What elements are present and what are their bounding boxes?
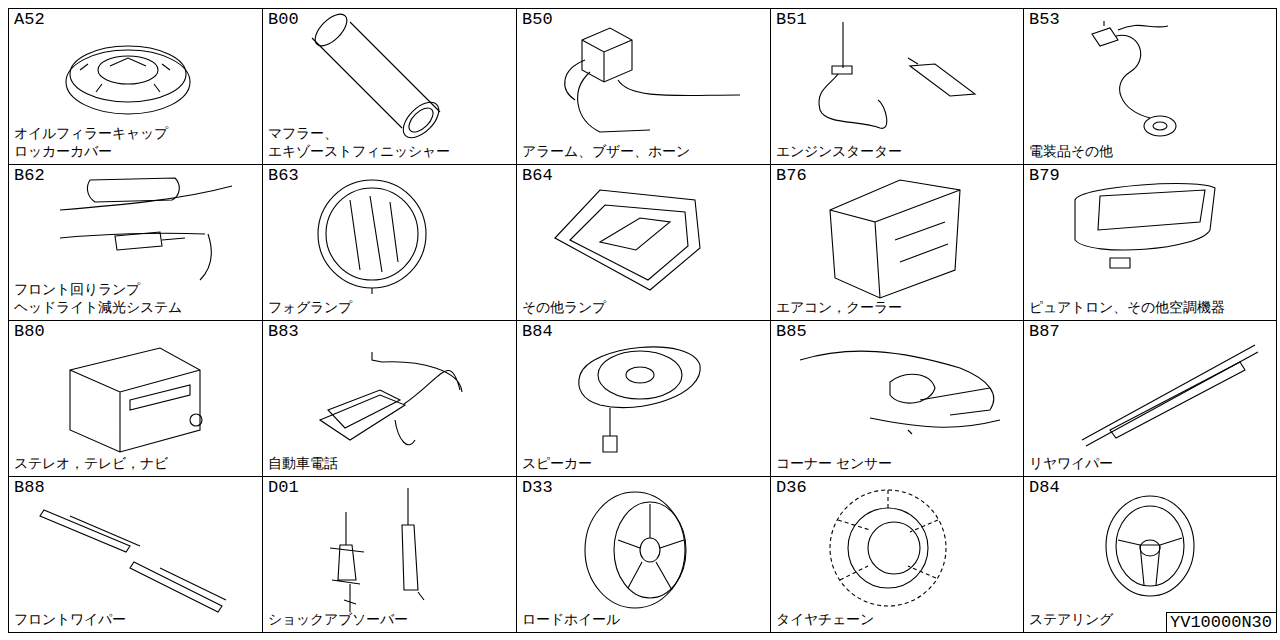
speaker-drawing [579,347,700,452]
rear-wiper-drawing [1082,345,1258,446]
oil-cap-drawing [66,46,190,114]
group-name: エアコン，クーラー [776,298,1016,316]
muffler-drawing [310,9,445,144]
group-code: B83 [268,322,299,342]
steering-wheel-drawing [1106,496,1194,596]
group-name: ステレオ，テレビ，ナビ [14,454,254,472]
group-code: B87 [1029,322,1060,342]
group-code: D01 [268,478,299,498]
front-lamp-drawing [60,178,232,280]
group-code: B88 [14,478,45,498]
group-code: B64 [522,166,553,186]
group-code: B53 [1029,10,1060,30]
group-name: マフラー、 エキゾーストフィニッシャー [268,124,508,160]
catalog-cell: B62 フロント回りランプ ヘッドライト減光システム [8,164,263,321]
group-name: 自動車電話 [268,454,508,472]
catalog-cell: B88 フロントワイパー [8,476,263,633]
room-lamp-drawing [555,190,700,290]
figure-code-box: YV10000N30 [1166,612,1277,633]
electrical-part-drawing [1092,21,1176,136]
catalog-cell: B63 フォグランプ [262,164,517,321]
group-name: フォグランプ [268,298,508,316]
group-code: D33 [522,478,553,498]
group-code: B63 [268,166,299,186]
group-code: B62 [14,166,45,186]
catalog-cell: B51 エンジンスターター [770,8,1024,165]
group-code: B50 [522,10,553,30]
stereo-drawing [70,348,202,452]
group-name: アラーム、ブザー、ホーン [522,142,762,160]
group-name: エンジンスターター [776,142,1016,160]
group-code: B00 [268,10,299,30]
group-code: B80 [14,322,45,342]
group-code: B51 [776,10,807,30]
group-code: A52 [14,10,45,30]
catalog-cell: B84 スピーカー [516,320,771,477]
catalog-cell: B76 エアコン，クーラー [770,164,1024,321]
group-name: ロードホイール [522,610,762,628]
catalog-cell: B80 ステレオ，テレビ，ナビ [8,320,263,477]
corner-sensor-drawing [800,351,1000,434]
catalog-cell: D01 ショックアブソーバー [262,476,517,633]
catalog-cell: B83 自動車電話 [262,320,517,477]
group-code: B85 [776,322,807,342]
group-name: スピーカー [522,454,762,472]
group-name: その他ランプ [522,298,762,316]
catalog-cell: B85 コーナー センサー [770,320,1024,477]
aircon-unit-drawing [830,180,960,298]
group-name: コーナー センサー [776,454,1016,472]
car-phone-drawing [320,352,462,445]
catalog-cell: D33 ロードホイール [516,476,771,633]
group-code: D36 [776,478,807,498]
fog-lamp-drawing [318,180,426,294]
catalog-cell: B87 リヤワイパー [1023,320,1277,477]
catalog-cell: B53 電装品その他 [1023,8,1277,165]
catalog-cell: D84ステアリングYV10000N30 [1023,476,1277,633]
catalog-cell: A52 オイルフィラーキャップ ロッカーカバー [8,8,263,165]
road-wheel-drawing [585,492,686,608]
catalog-cell: B79 ピュアトロン、その他空調機器 [1023,164,1277,321]
group-name: ピュアトロン、その他空調機器 [1029,298,1269,316]
engine-starter-drawing [819,22,975,128]
figure-code: YV10000N30 [1167,613,1276,632]
group-code: B76 [776,166,807,186]
catalog-cell: D36 タイヤチェーン [770,476,1024,633]
catalog-cell: B50 アラーム、ブザー、ホーン [516,8,771,165]
catalog-cell: B00 マフラー、 エキゾーストフィニッシャー [262,8,517,165]
tire-chain-drawing [830,490,946,606]
group-name: フロントワイパー [14,610,254,628]
group-name: オイルフィラーキャップ ロッカーカバー [14,124,254,160]
group-name: タイヤチェーン [776,610,1016,628]
catalog-cell: B64 その他ランプ [516,164,771,321]
group-code: D84 [1029,478,1060,498]
group-code: B84 [522,322,553,342]
group-name: ショックアブソーバー [268,610,508,628]
group-code: B79 [1029,166,1060,186]
group-name: フロント回りランプ ヘッドライト減光システム [14,280,254,316]
shock-absorber-drawing [330,488,424,612]
front-wiper-drawing [40,510,226,612]
group-name: 電装品その他 [1029,142,1269,160]
alarm-drawing [565,28,740,132]
group-name: リヤワイパー [1029,454,1269,472]
air-purifier-drawing [1075,184,1215,268]
